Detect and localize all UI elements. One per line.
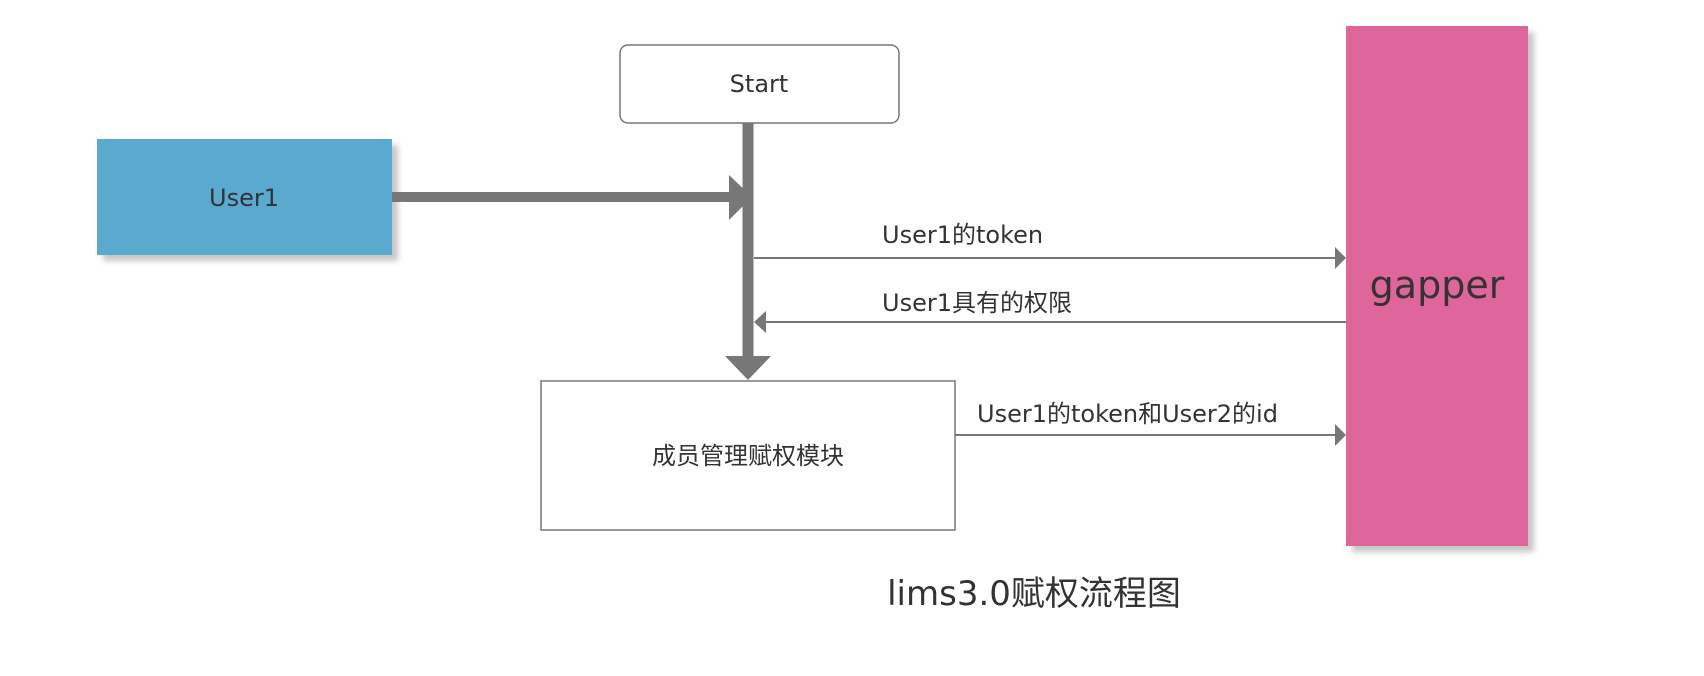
user1-label: User1 — [209, 184, 279, 212]
token-arrowhead — [1335, 247, 1346, 269]
module-label: 成员管理赋权模块 — [652, 442, 844, 470]
permissions-arrowhead — [754, 311, 766, 333]
start-label: Start — [730, 70, 789, 98]
start-to-module-arrowhead — [725, 356, 771, 380]
start-node[interactable] — [619, 44, 900, 124]
permissions-edge-label: User1具有的权限 — [882, 289, 1072, 317]
diagram-caption: lims3.0赋权流程图 — [887, 574, 1181, 614]
token-edge-label: User1的token — [882, 221, 1043, 249]
gapper-node[interactable] — [1346, 26, 1528, 546]
user1-to-flow-arrowhead — [729, 175, 752, 220]
gapper-label: gapper — [1370, 263, 1505, 307]
token-and-id-edge-label: User1的token和User2的id — [977, 400, 1278, 428]
module-node[interactable] — [540, 380, 956, 531]
user1-node[interactable] — [97, 139, 392, 255]
token-and-id-arrowhead — [1335, 424, 1346, 446]
